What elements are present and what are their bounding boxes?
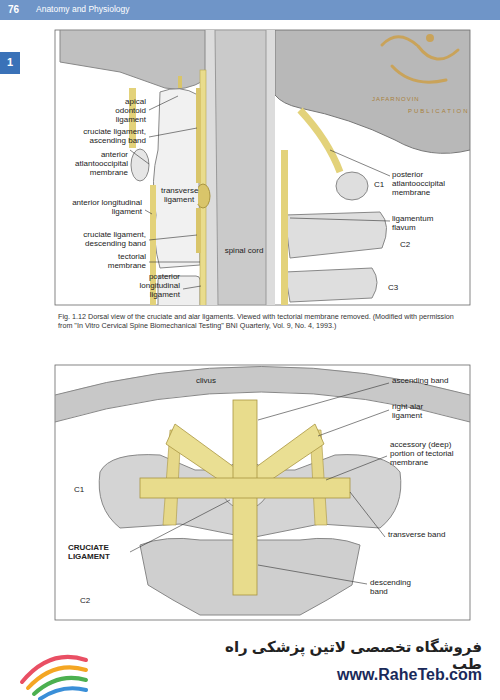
sagittal-section bbox=[60, 30, 470, 305]
dorsal-view bbox=[55, 367, 470, 616]
anatomy-label: descending band bbox=[370, 578, 430, 596]
figure-frame bbox=[55, 30, 470, 305]
figure-caption: Fig. 1.12 Dorsal view of the cruciate an… bbox=[58, 312, 468, 331]
anatomy-label: transverse ligament bbox=[160, 186, 198, 204]
anatomy-label: apical odontoid ligament bbox=[96, 97, 146, 125]
anatomy-label: anterior atlantooccipital membrane bbox=[66, 150, 128, 178]
page-number: 76 bbox=[8, 4, 19, 16]
anatomy-label: transverse band bbox=[388, 530, 448, 539]
chapter-tab bbox=[0, 52, 20, 74]
website-url: www.RaheTeb.com bbox=[200, 666, 482, 684]
header-bar bbox=[0, 0, 500, 20]
watermark-text: JAFARNOVIN bbox=[372, 96, 420, 103]
anatomy-label: spinal cord bbox=[224, 246, 264, 255]
figure-frame bbox=[55, 365, 470, 620]
anatomy-label: clivus bbox=[195, 376, 217, 385]
anatomy-label: anterior longitudinal ligament bbox=[70, 198, 142, 216]
watermark-logo bbox=[382, 36, 458, 83]
anatomy-label: cruciate ligament, ascending band bbox=[66, 127, 146, 145]
vertebra-label: C1 bbox=[74, 485, 84, 494]
anatomy-label: CRUCIATE LIGAMENT bbox=[68, 543, 128, 561]
anatomy-label: right alar ligament bbox=[392, 402, 452, 420]
watermark-text: PUBLICATION bbox=[408, 108, 470, 115]
store-logo bbox=[22, 657, 86, 699]
anatomy-label: posterior atlantooccipital membrane bbox=[392, 170, 468, 198]
anatomy-label: accessory (deep) portion of tectorial me… bbox=[390, 440, 468, 468]
chapter-tab: 1 bbox=[0, 56, 20, 69]
vertebra-label: C3 bbox=[388, 283, 398, 292]
vertebra-label: C2 bbox=[400, 240, 410, 249]
vertebra-label: C1 bbox=[374, 180, 384, 189]
anatomy-label: ligamentum flavum bbox=[392, 214, 454, 232]
anatomy-label: ascending band bbox=[392, 376, 452, 385]
anatomy-label: cruciate ligament, descending band bbox=[60, 230, 146, 248]
running-header: Anatomy and Physiology bbox=[36, 5, 130, 15]
anatomy-label: posterior longitudinal ligament bbox=[110, 272, 180, 300]
vertebra-label: C2 bbox=[80, 596, 90, 605]
anatomy-label: tectorial membrane bbox=[80, 252, 146, 270]
